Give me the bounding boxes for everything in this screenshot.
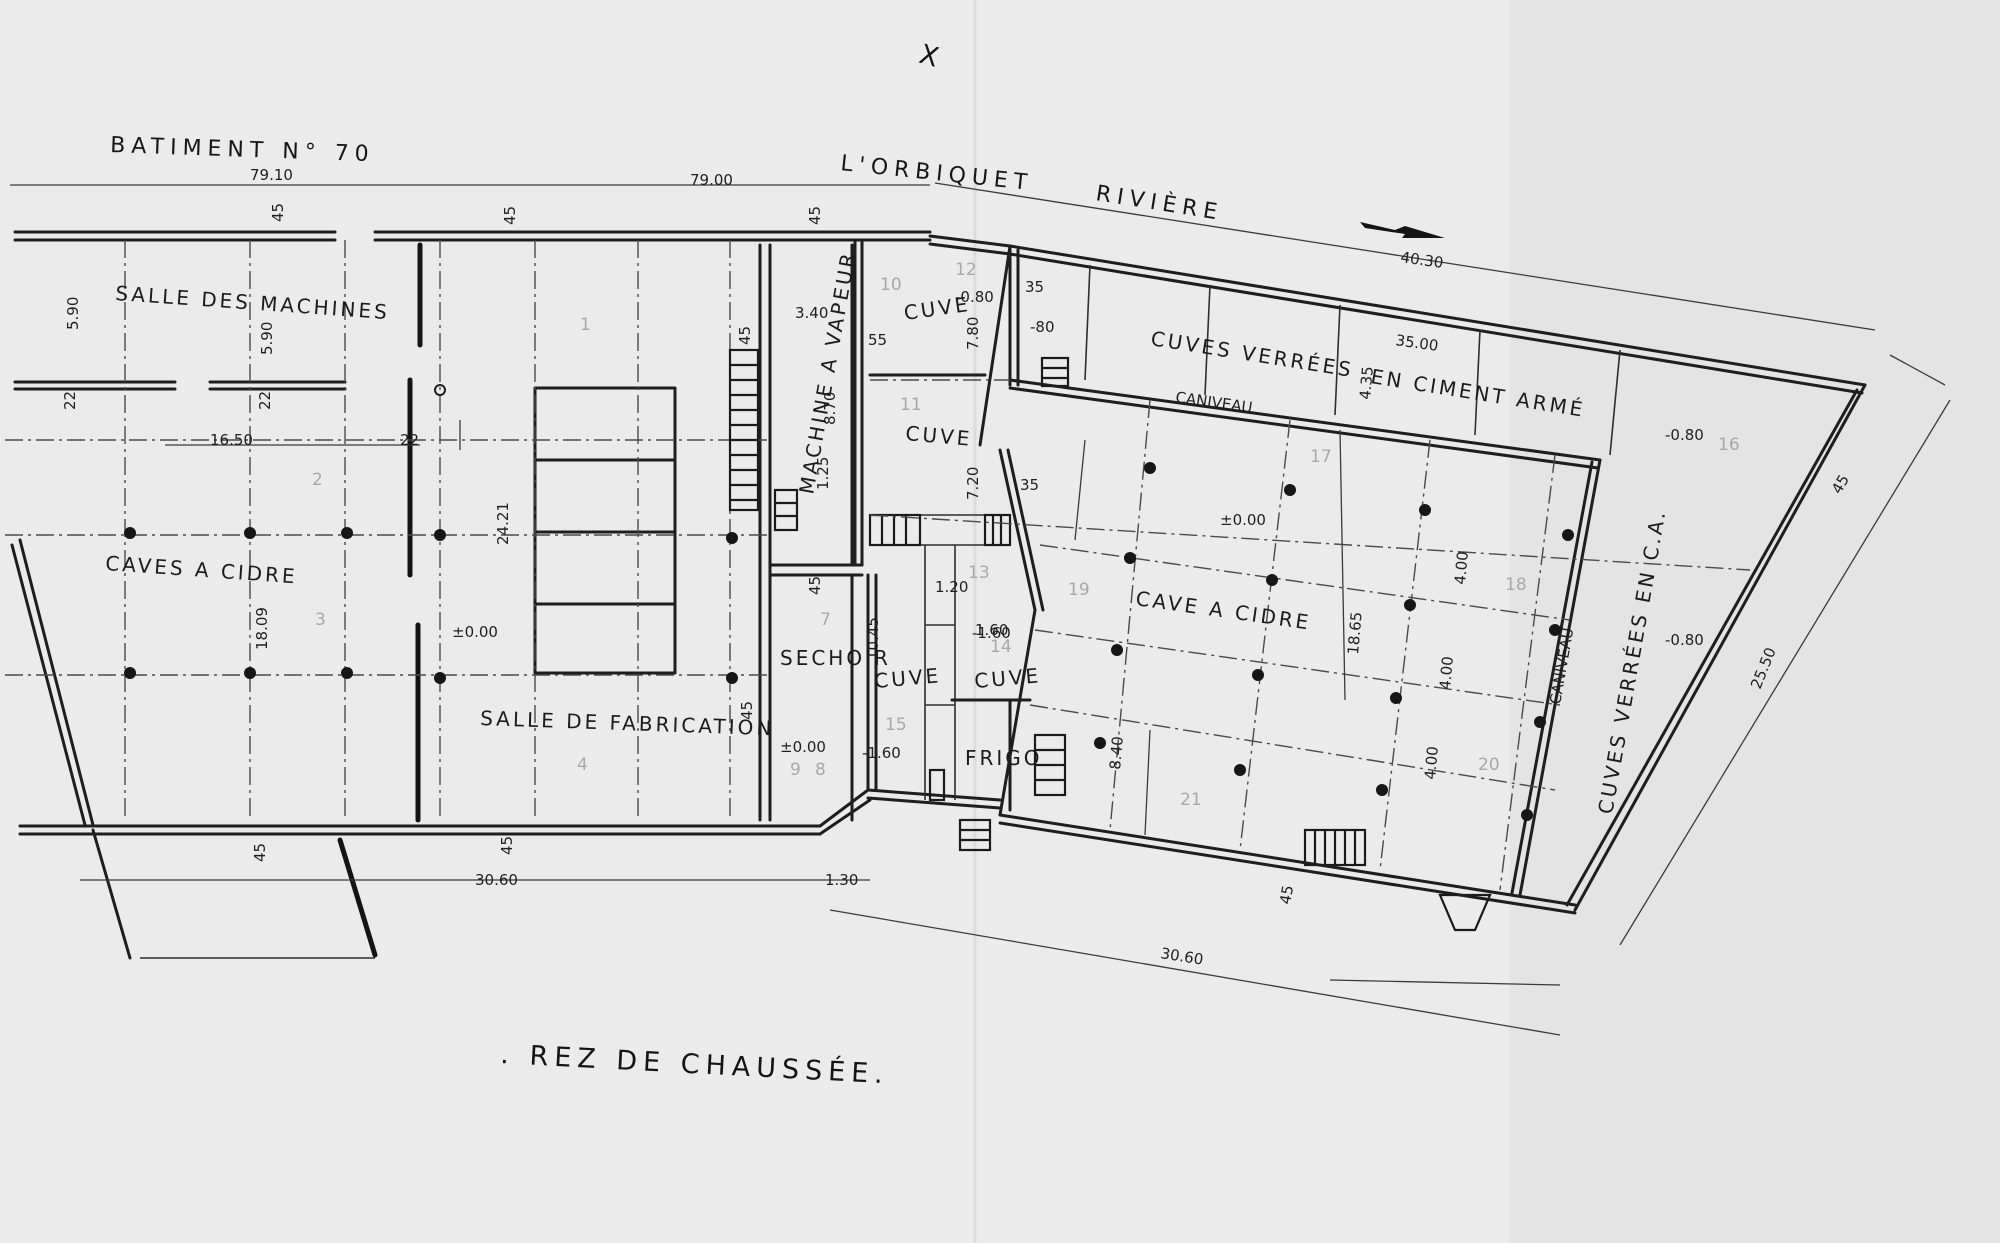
dim-4-00-a: 4.00 <box>1451 551 1472 586</box>
west-columns <box>124 384 738 684</box>
dim-18-65: 18.65 <box>1344 611 1366 655</box>
river-name: L'ORBIQUET <box>839 151 1034 196</box>
room-numbers: 1 2 3 4 7 8 9 10 11 12 13 14 15 16 17 18… <box>312 260 1740 810</box>
room-number: 14 <box>990 637 1012 657</box>
dim-40-30: 40.30 <box>1399 248 1444 272</box>
east-building-walls <box>998 244 1867 915</box>
dim-10-45: 10.45 <box>864 617 882 660</box>
dim-8-40: 8.40 <box>1106 736 1127 771</box>
dim-1-25: 1.25 <box>814 457 832 490</box>
room-cuves-verrees-1: CUVES VERRÉES <box>1149 326 1355 382</box>
dim-1-20: 1.20 <box>935 578 968 596</box>
room-number: 4 <box>577 755 588 775</box>
room-number: 9 <box>790 760 801 780</box>
room-number: 21 <box>1180 790 1202 810</box>
middle-section-walls <box>818 234 1045 836</box>
dim-4-35: 4.35 <box>1356 366 1377 401</box>
room-number: 17 <box>1310 447 1332 467</box>
drawing-title: . REZ DE CHAUSSÉE. <box>500 1038 890 1090</box>
dim-4-00-c: 4.00 <box>1421 746 1442 781</box>
room-number: 18 <box>1505 575 1527 595</box>
room-cuve-3: CUVE <box>873 663 942 693</box>
dim-22-c: 22 <box>400 431 419 449</box>
room-number: 12 <box>955 260 977 280</box>
room-caves-cidre: CAVES A CIDRE <box>105 551 299 588</box>
river-flow-arrow <box>1360 222 1445 238</box>
room-cave-cidre-east: CAVE A CIDRE <box>1134 586 1313 634</box>
level-fabrication: ±0.00 <box>452 623 498 641</box>
dim-30-60-b: 30.60 <box>1159 944 1204 968</box>
stairs <box>728 348 1492 932</box>
room-number: 7 <box>820 610 831 630</box>
room-number: 16 <box>1718 435 1740 455</box>
level-labels: -0.80 -80 -0.80 -0.80 ±0.00 ±0.00 ±0.00 … <box>452 288 1704 762</box>
dim-79-00: 79.00 <box>690 171 733 189</box>
paper-fold-shade <box>1510 0 2000 1243</box>
room-number: 8 <box>815 760 826 780</box>
level-cuve-low: -1.60 <box>862 744 901 762</box>
dim-35-a: 35 <box>1025 278 1044 296</box>
level-frigo-step: -1.60 <box>972 624 1011 642</box>
level-cuves-left: -80 <box>1030 318 1055 336</box>
room-number: 13 <box>968 563 990 583</box>
dim-1-30: 1.30 <box>825 871 858 889</box>
room-number: 2 <box>312 470 323 490</box>
room-sechoir: SECHOIR <box>780 646 891 670</box>
room-number: 10 <box>880 275 902 295</box>
mark-x: X <box>916 39 948 75</box>
dim-45-d: 45 <box>736 326 754 345</box>
room-number: 19 <box>1068 580 1090 600</box>
dim-22-a: 22 <box>61 391 79 410</box>
east-columns <box>1094 462 1574 821</box>
dim-4-00-b: 4.00 <box>1436 656 1457 691</box>
room-number: 11 <box>900 395 922 415</box>
dim-45-g: 45 <box>251 843 269 862</box>
level-cave: ±0.00 <box>1220 511 1266 529</box>
dim-45-b: 45 <box>501 206 519 225</box>
dim-35-b: 35 <box>1020 476 1039 494</box>
dim-55: 55 <box>868 331 887 349</box>
room-number: 20 <box>1478 755 1500 775</box>
dim-22-b: 22 <box>256 391 274 410</box>
dimension-lines <box>10 182 1951 1036</box>
level-sechoir: ±0.00 <box>780 738 826 756</box>
dim-45-h: 45 <box>498 836 516 855</box>
river-type: RIVIÈRE <box>1094 180 1225 226</box>
dim-8-70: 8.70 <box>821 392 839 425</box>
dim-45-a: 45 <box>269 203 287 222</box>
room-number: 15 <box>885 715 907 735</box>
room-salle-machines: SALLE DES MACHINES <box>115 281 391 324</box>
dim-5-90-b: 5.90 <box>258 322 276 355</box>
level-cuve: -0.80 <box>955 288 994 306</box>
level-east-2: -0.80 <box>1665 631 1704 649</box>
dim-24-21: 24.21 <box>494 502 512 545</box>
dim-35-00: 35.00 <box>1394 331 1439 355</box>
room-number: 3 <box>315 610 326 630</box>
dim-3-40: 3.40 <box>795 304 828 322</box>
dim-1-60: 1.60 <box>975 621 1008 639</box>
room-cuve-4: CUVE <box>973 663 1042 693</box>
dim-18-09: 18.09 <box>253 607 271 650</box>
dim-45-f: 45 <box>738 701 756 720</box>
room-cuve-2: CUVE <box>905 421 974 451</box>
room-number: 1 <box>580 315 591 335</box>
dim-5-90-a: 5.90 <box>64 297 82 330</box>
building-label: BATIMENT N° 70 <box>110 133 375 167</box>
dim-79-10: 79.10 <box>250 166 293 184</box>
dim-7-20: 7.20 <box>964 467 982 500</box>
dim-45-c: 45 <box>806 206 824 225</box>
west-building-walls <box>10 230 932 960</box>
dim-45-e: 45 <box>806 576 824 595</box>
dim-30-60-a: 30.60 <box>475 871 518 889</box>
dim-45-i: 45 <box>1276 884 1297 906</box>
room-frigo: FRIGO <box>965 746 1043 770</box>
level-east: -0.80 <box>1665 426 1704 444</box>
dim-7-80: 7.80 <box>964 317 982 350</box>
dim-16-50: 16.50 <box>210 431 253 449</box>
